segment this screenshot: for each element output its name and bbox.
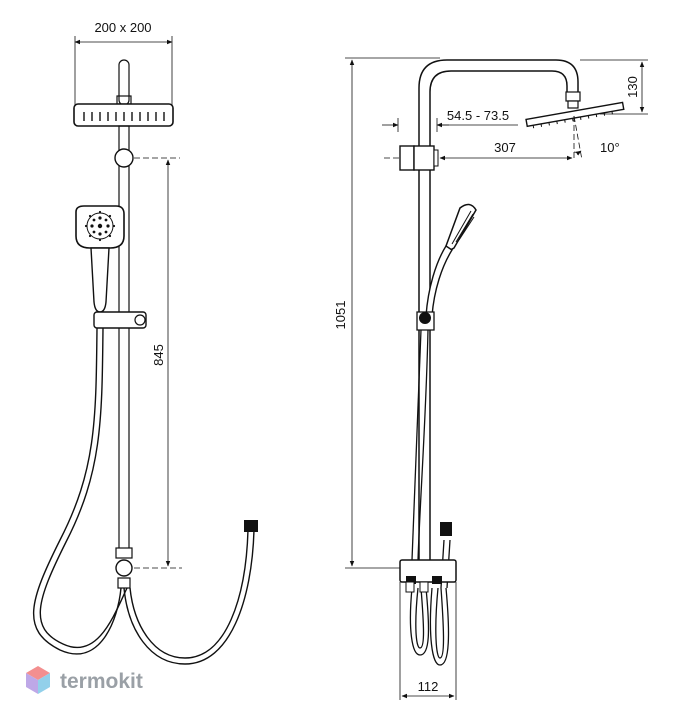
side-view: 1051 130 xyxy=(333,57,648,700)
front-head-stem xyxy=(118,59,130,106)
total-height-dimension: 1051 xyxy=(333,57,440,569)
front-upper-bracket xyxy=(114,148,134,168)
arm-range-label: 54.5 - 73.5 xyxy=(447,108,509,123)
head-size-dimension: 200 x 200 xyxy=(74,20,173,110)
arm-length-dimension: 307 xyxy=(439,140,573,161)
front-view: 200 x 200 845 xyxy=(33,20,258,665)
head-drop-label: 130 xyxy=(625,76,640,98)
tilt-angle-label: 10° xyxy=(600,140,620,155)
side-rain-head xyxy=(525,101,625,129)
side-upper-bracket xyxy=(384,145,439,171)
side-gooseneck-arm xyxy=(418,59,579,560)
watermark-brand: termokit xyxy=(60,670,143,693)
side-hose xyxy=(409,329,451,666)
front-hose xyxy=(33,327,255,665)
front-hand-shower xyxy=(75,205,125,313)
termokit-watermark: termokit xyxy=(26,666,143,694)
tilt-angle-indicator: 10° xyxy=(573,115,620,161)
side-hose-nut xyxy=(440,522,452,536)
head-size-label: 200 x 200 xyxy=(94,20,151,35)
front-rain-head xyxy=(73,103,174,127)
termokit-logo-icon xyxy=(26,666,50,694)
front-shower-bar xyxy=(118,125,130,557)
arm-length-label: 307 xyxy=(494,140,516,155)
side-head-connector xyxy=(565,91,581,109)
arm-range-dimension: 54.5 - 73.5 xyxy=(382,108,518,132)
front-slider xyxy=(93,311,147,329)
mixer-width-label: 112 xyxy=(418,679,439,694)
side-slider xyxy=(416,311,435,331)
side-hand-shower xyxy=(425,203,477,317)
bar-height-label: 845 xyxy=(151,344,166,366)
front-lower-bracket xyxy=(115,547,182,589)
head-drop-dimension: 130 xyxy=(580,59,648,115)
front-hose-nut xyxy=(244,520,258,532)
side-mixer xyxy=(399,559,457,593)
mixer-width-dimension: 112 xyxy=(399,582,457,700)
bar-height-dimension: 845 xyxy=(151,159,171,567)
total-height-label: 1051 xyxy=(333,301,348,330)
